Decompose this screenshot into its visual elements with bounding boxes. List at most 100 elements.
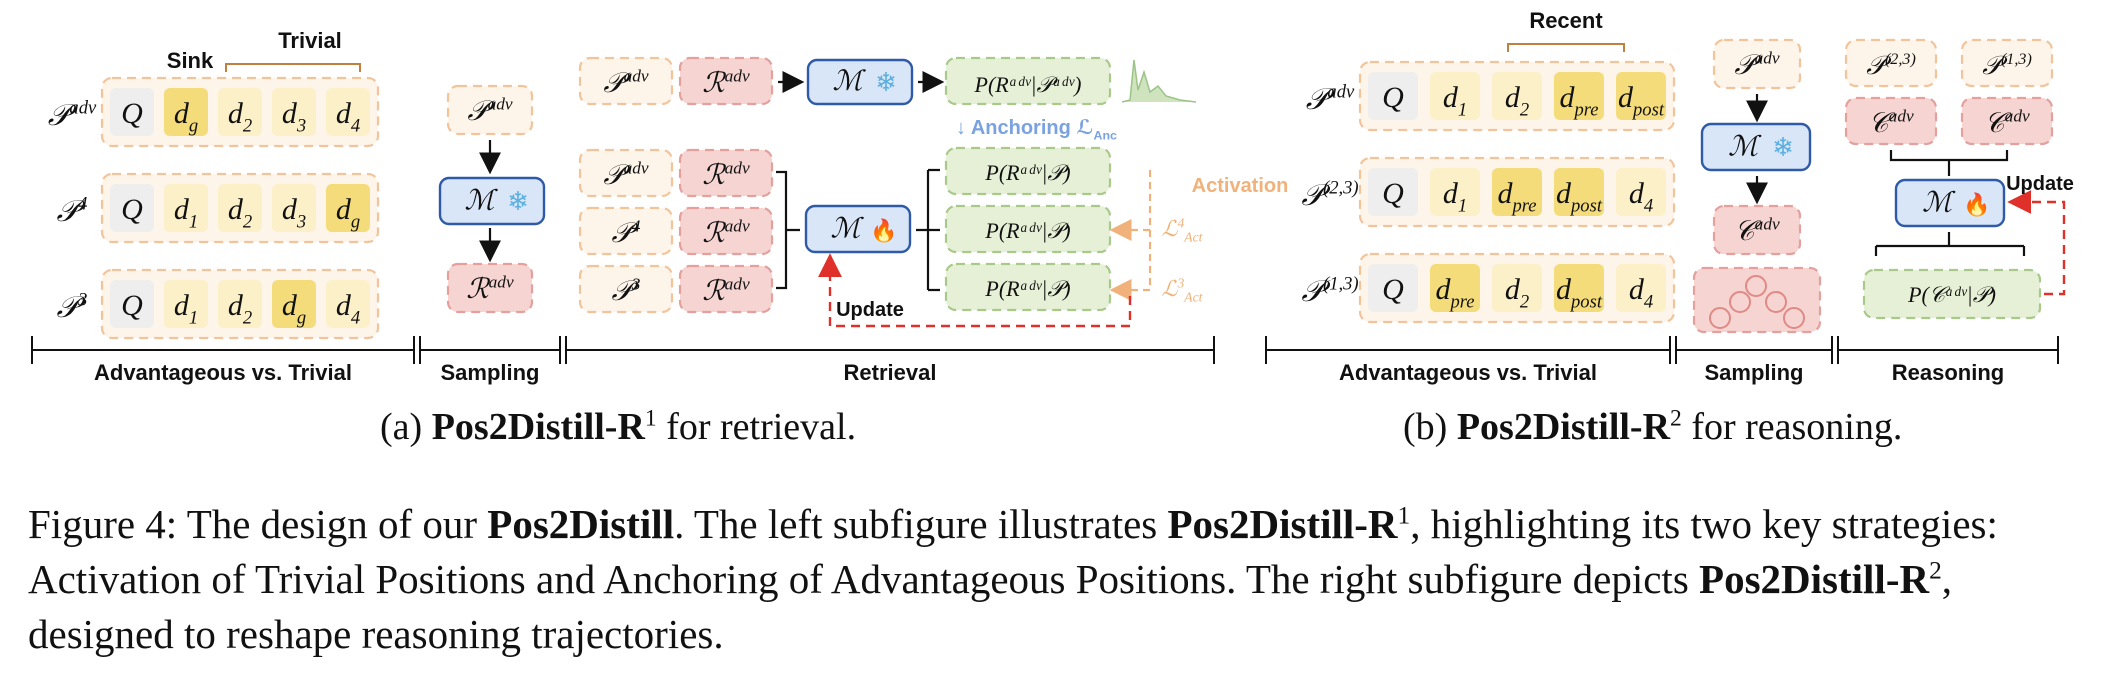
update-label: Update [836,299,904,321]
figure-caption: Figure 4: The design of our Pos2Distill.… [28,497,2108,662]
token-cell [1430,264,1480,312]
teacher-prob-box [944,56,1112,106]
token-cell [326,184,370,232]
token-cell [272,184,316,232]
model-symbol: ℳ [831,213,865,244]
recent-label: Recent [1529,8,1603,33]
merge-bracket [776,170,800,290]
token-cell [1554,168,1604,216]
token-cell [1616,168,1666,216]
query-token: Q [1382,81,1404,114]
retrieval-top-response-text: ℛadv [702,66,750,99]
model-box [806,58,914,106]
model-symbol: ℳ [465,185,499,216]
doc-token: d4 [336,289,360,328]
reasoning-update-label: Update [2006,173,2074,195]
split-bracket [916,168,940,292]
model-symbol: ℳ [833,66,867,97]
distribution-sketch [1121,59,1197,103]
trivial-bracket [225,63,361,72]
reasoning-cot: 𝒞adv [1984,106,2030,139]
doc-token: d4 [1629,273,1653,312]
query-token: Q [121,97,143,130]
token-cell [164,184,208,232]
subcaption-b-prefix: (b) [1403,406,1448,448]
doc-token: d3 [282,97,306,136]
right-frozen-model: ℳ❄ [1700,122,1812,172]
retrieval-prompt-box [578,206,674,256]
retrieval-response: ℛadv [702,274,750,307]
row-label: 𝒫(1,3) [1301,274,1358,308]
subcaption-b-sup: 2 [1670,405,1682,432]
model-box [438,176,546,226]
subcaption-a-suffix: for retrieval. [666,406,857,448]
caption-part: . The left subfigure illustrates [674,501,1168,547]
query-token: Q [1382,273,1404,306]
token-cell [1554,72,1604,120]
retrieval-response-box [678,148,774,198]
token-cell [110,88,154,136]
token-cell [218,184,262,232]
right-sample-prompt: 𝒫adv [1734,48,1780,81]
model-box [1700,122,1812,172]
token-cell [218,280,262,328]
axis-label-adv-trivial-right: Advantageous vs. Trivial [1339,360,1597,385]
reasoning-prompt-box [1844,38,1938,88]
doc-token: dpost [1556,273,1603,312]
doc-token: d4 [336,97,360,136]
retrieval-response: ℛadv [702,158,750,191]
snowflake-icon: ❄ [1772,133,1794,162]
token-cell [1430,168,1480,216]
token-cell [1368,72,1418,120]
caption-sup: 1 [1397,501,1411,530]
graph-node-icon [1765,291,1787,313]
activation-loss: ℒ3Act [1162,276,1204,305]
subcaption-a: (a) Pos2Distill-R1 for retrieval. [380,405,856,449]
doc-token: dpre [1559,81,1598,120]
trivial-label: Trivial [278,28,342,53]
doc-token: d1 [174,289,198,328]
token-cell [110,280,154,328]
token-cell [1616,264,1666,312]
graph-node-icon [1729,291,1751,313]
model-box [804,204,912,254]
query-token: Q [121,289,143,322]
reasoning-cot: 𝒞adv [1868,106,1914,139]
doc-token: d1 [1443,177,1467,216]
snowflake-icon: ❄ [507,187,529,216]
token-cell [1616,72,1666,120]
token-cell [1368,264,1418,312]
token-cell [326,88,370,136]
token-cell [1492,264,1542,312]
caption-sup: 2 [1929,556,1942,585]
doc-token: dpre [1497,177,1536,216]
right-sample-prompt-box [1712,38,1802,90]
graph-node-icon [1709,307,1731,329]
recent-bracket [1507,43,1625,52]
row-label: 𝒫adv [48,98,97,132]
student-prob: P(Rᵃᵈᵛ|𝒫) [984,218,1070,243]
sink-label: Sink [167,48,214,73]
reasoning-trainable-model: ℳ🔥 [1894,178,2006,228]
reasoning-update-arrow [2007,190,2066,296]
caption-part: , designed to reshape reasoning trajecto… [28,556,1953,657]
doc-token: d2 [1505,273,1529,312]
teacher-prob: P(Rᵃᵈᵛ|𝒫ᵃᵈᵛ) [974,72,1082,97]
doc-token: d1 [1443,81,1467,120]
retrieval-response: ℛadv [702,216,750,249]
activation-label: Activation [1192,175,1289,197]
axis-label-sampling-left: Sampling [440,360,539,385]
doc-token: dpost [1556,177,1603,216]
token-cell [164,88,208,136]
doc-token: dg [336,193,360,232]
token-cell [1368,168,1418,216]
row-label: 𝒫(2,3) [1301,178,1358,212]
doc-token: d2 [228,97,252,136]
axis-label-adv-trivial-left: Advantageous vs. Trivial [94,360,352,385]
token-cell [1554,264,1604,312]
row-label: 𝒫3 [57,290,88,324]
token-cell [1492,168,1542,216]
doc-token: dpre [1435,273,1474,312]
caption-part: Figure 4: The design of our [28,501,488,547]
retrieval-prompt-box [578,148,674,198]
